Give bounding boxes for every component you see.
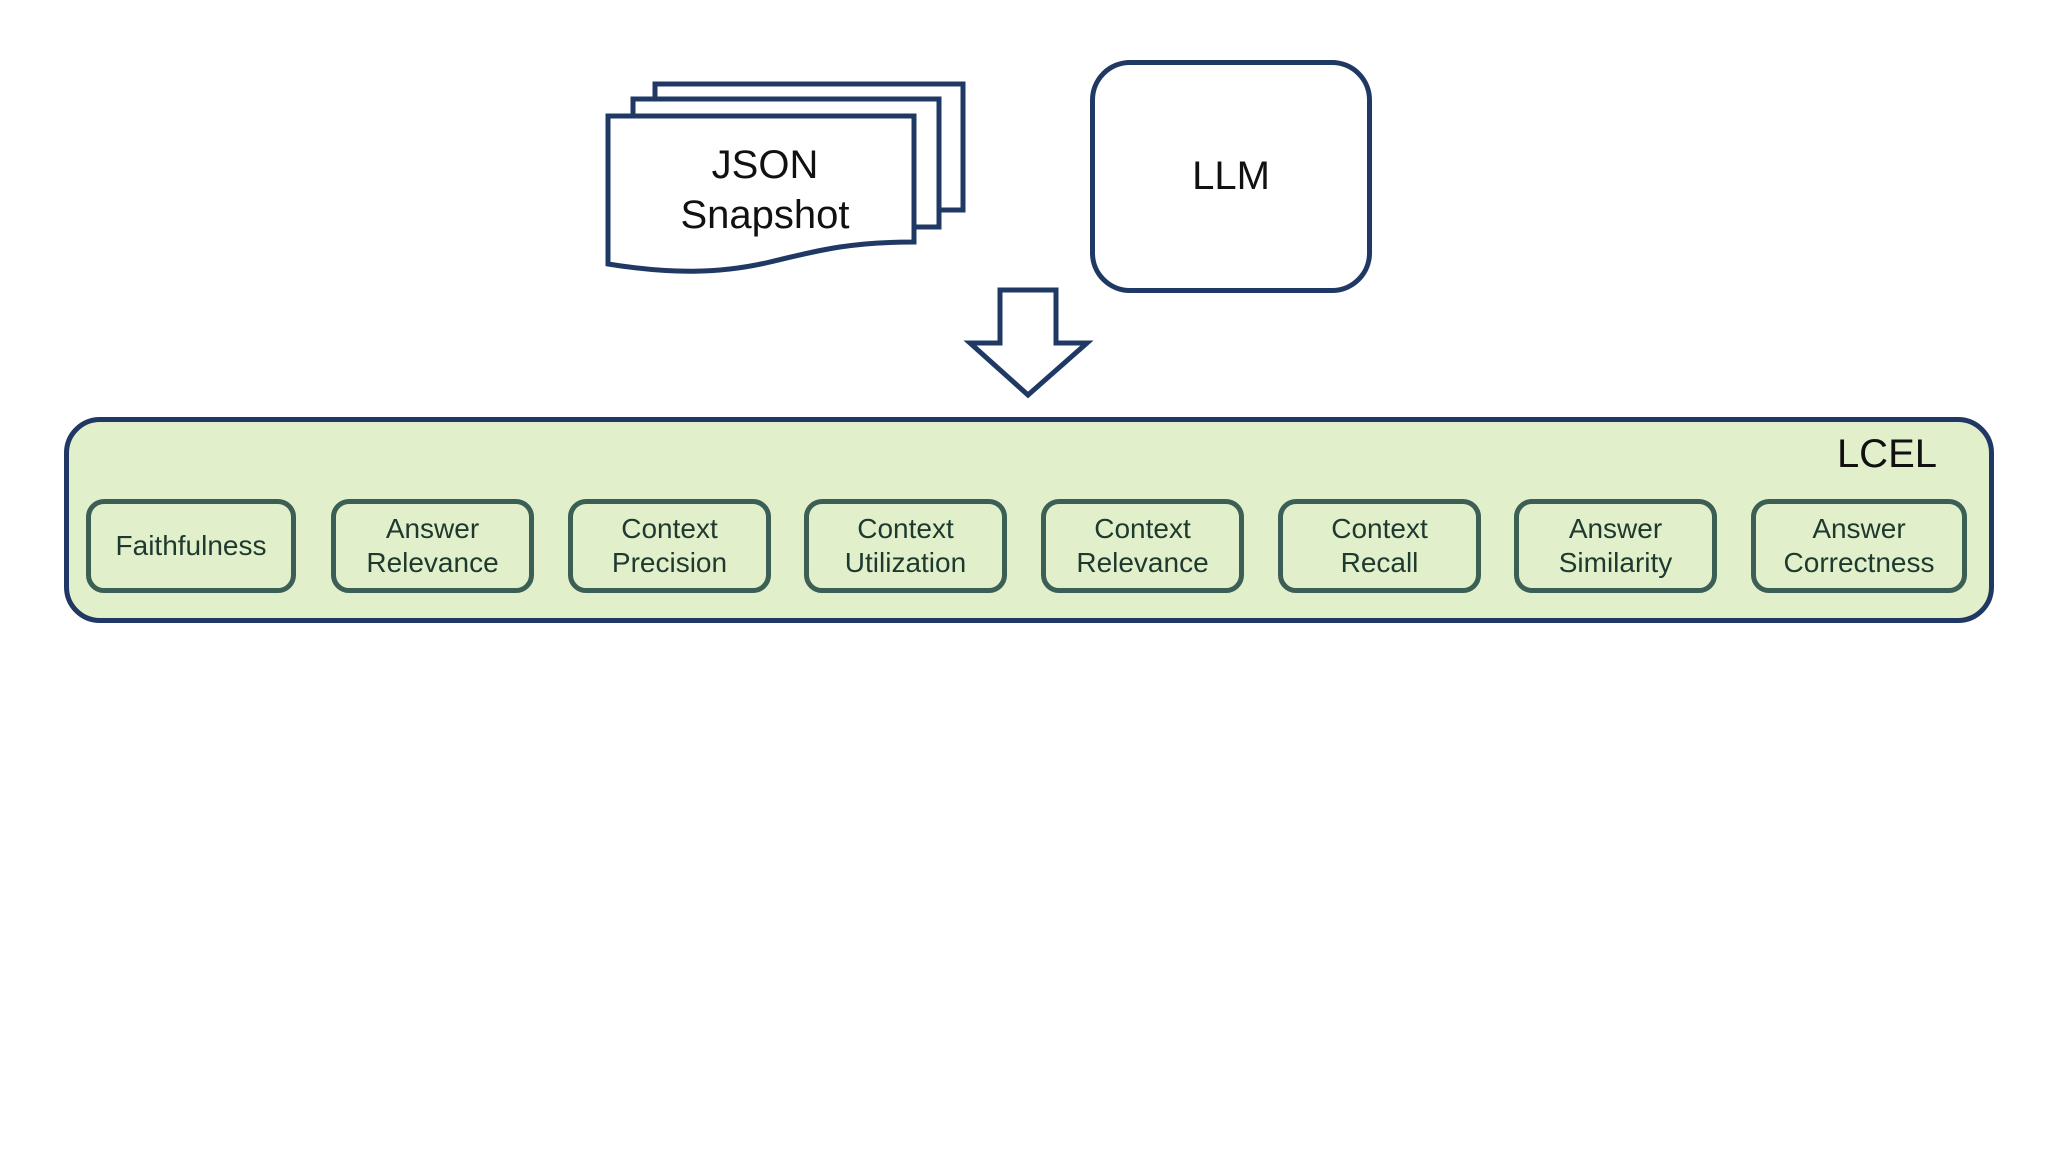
metric-faithfulness: Faithfulness bbox=[86, 499, 296, 593]
stacked-documents-icon bbox=[605, 81, 966, 274]
metric-label-line2: Precision bbox=[611, 547, 728, 578]
metric-label-line1: Faithfulness bbox=[115, 530, 267, 561]
metric-label-line1: Answer bbox=[1812, 513, 1906, 544]
metric-label-line1: Context bbox=[1094, 513, 1191, 544]
metric-answer-correctness: Answer Correctness bbox=[1751, 499, 1967, 593]
metric-label-line2: Relevance bbox=[1076, 547, 1209, 578]
metric-answer-relevance: Answer Relevance bbox=[331, 499, 534, 593]
llm-label: LLM bbox=[1192, 154, 1270, 198]
metric-label-line2: Relevance bbox=[366, 547, 499, 578]
metric-label-line2: Similarity bbox=[1558, 547, 1673, 578]
lcel-panel: LCEL Faithfulness Answer Relevance Conte… bbox=[64, 417, 1994, 623]
llm-box: LLM bbox=[1090, 60, 1372, 293]
json-snapshot-line1: JSON bbox=[711, 143, 819, 187]
metric-context-relevance: Context Relevance bbox=[1041, 499, 1244, 593]
lcel-label: LCEL bbox=[1836, 432, 1937, 476]
metric-label-line1: Context bbox=[857, 513, 954, 544]
metric-context-precision: Context Precision bbox=[568, 499, 771, 593]
down-arrow-icon bbox=[963, 287, 1094, 399]
metric-label-line1: Context bbox=[621, 513, 718, 544]
json-snapshot-label: JSON Snapshot bbox=[620, 140, 910, 240]
document-front-sheet bbox=[605, 113, 917, 274]
metric-label-line1: Answer bbox=[1568, 513, 1663, 544]
metric-label-line2: Correctness bbox=[1783, 547, 1935, 578]
metric-label-line1: Context bbox=[1331, 513, 1428, 544]
metric-answer-similarity: Answer Similarity bbox=[1514, 499, 1717, 593]
metric-context-utilization: Context Utilization bbox=[804, 499, 1007, 593]
json-snapshot-line2: Snapshot bbox=[680, 193, 850, 237]
metric-label-line2: Utilization bbox=[844, 547, 967, 578]
metric-label-line1: Answer bbox=[385, 513, 480, 544]
metric-label-line2: Recall bbox=[1340, 547, 1419, 578]
metric-context-recall: Context Recall bbox=[1278, 499, 1481, 593]
